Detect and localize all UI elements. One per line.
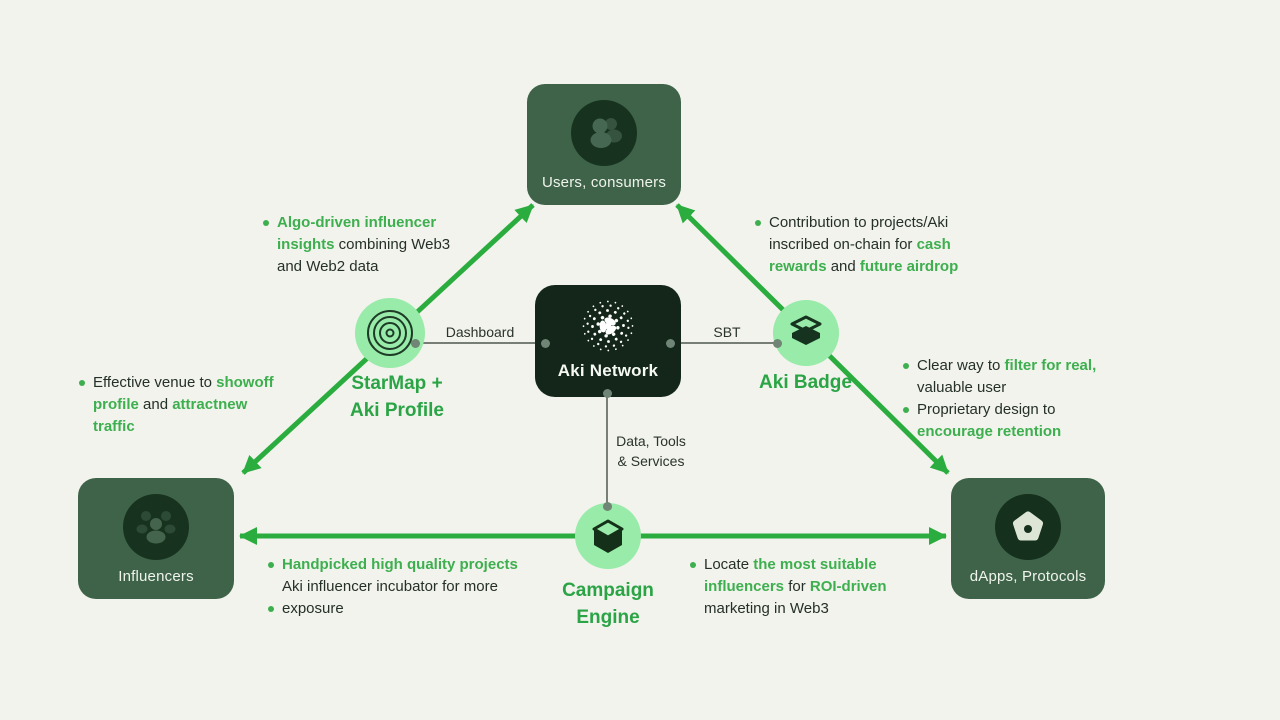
note-segment: cash [916, 236, 951, 253]
note-line: valuable user [903, 377, 1096, 399]
note-line: inscribed on-chain for cash [755, 234, 958, 256]
note-segment: Clear way to [917, 357, 1005, 374]
dapps-icon [995, 494, 1061, 560]
aki-network-logo-icon [577, 295, 639, 357]
node-aki-network-label: Aki Network [557, 361, 659, 380]
note-segment: Algo-driven influencer [277, 214, 437, 231]
note-line: Effective venue to showoff [79, 372, 274, 394]
note-segment: and [826, 258, 860, 275]
node-users-label: Users, consumers [541, 174, 667, 191]
note-segment: influencers [704, 578, 785, 595]
connector-dot [603, 389, 612, 398]
note-line: Locate the most suitable [690, 554, 887, 576]
dashboard-connector-label: Dashboard [445, 324, 515, 340]
note-segment: filter for real, [1004, 357, 1097, 374]
starmap-label-line1: StarMap + [351, 373, 443, 394]
note-segment: for [784, 578, 810, 595]
bullet-icon [690, 562, 696, 568]
connector-dot [773, 339, 782, 348]
note-segment: marketing in Web3 [704, 600, 829, 617]
note-line: Proprietary design to [903, 399, 1096, 421]
note-filter-retention: Clear way to filter for real, valuable us… [903, 355, 1096, 443]
aki-badge-label: Aki Badge [759, 372, 852, 393]
note-segment: inscribed on-chain for [769, 236, 917, 253]
users-icon [571, 100, 637, 166]
note-segment: insights [277, 236, 339, 253]
note-line: encourage retention [903, 421, 1096, 443]
bullet-icon [903, 407, 909, 413]
note-line: Contribution to projects/Aki [755, 212, 958, 234]
note-segment: Handpicked high quality projects [282, 556, 518, 573]
note-segment: combining Web3 [338, 236, 451, 253]
note-line: Algo-driven influencer [263, 212, 450, 234]
bullet-icon [903, 363, 909, 369]
aki-badge-icon [773, 300, 839, 366]
node-influencers-label: Influencers [118, 568, 194, 585]
starmap-label-line2: Aki Profile [350, 400, 444, 421]
node-aki-network: Aki Network [535, 285, 681, 397]
starmap-icon [355, 298, 425, 368]
note-line: traffic [79, 416, 274, 438]
note-segment: rewards [769, 258, 827, 275]
node-influencers: Influencers [78, 478, 234, 599]
note-segment: and [138, 396, 173, 413]
starmap-profile-label: StarMap + Aki Profile [322, 370, 472, 424]
data-tools-services-label: Data, Tools & Services [606, 431, 696, 471]
note-segment: Proprietary design to [917, 401, 1056, 418]
note-segment: future airdrop [859, 258, 959, 275]
note-segment: Aki influencer incubator for more [282, 578, 498, 595]
bullet-icon [755, 220, 761, 226]
influencers-icon [123, 494, 189, 560]
node-dapps-label: dApps, Protocols [969, 568, 1087, 585]
note-line: and Web2 data [263, 256, 450, 278]
connector-dot [541, 339, 550, 348]
data-tools-line1: Data, Tools [616, 433, 686, 449]
bullet-icon [79, 380, 85, 386]
note-line: profile and attractnew [79, 394, 274, 416]
note-line: Aki influencer incubator for more [268, 576, 518, 598]
note-segment: traffic [93, 418, 135, 435]
note-segment: valuable user [917, 379, 1007, 396]
note-line: influencers for ROI-driven [690, 576, 887, 598]
bullet-icon [268, 606, 274, 612]
note-algo-driven-insights: Algo-driven influencer insights combining… [263, 212, 450, 278]
note-segment: exposure [282, 600, 344, 617]
campaign-engine-icon [575, 503, 641, 569]
note-segment: and Web2 data [277, 258, 379, 275]
note-segment: attractnew [172, 396, 248, 413]
note-segment: ROI-driven [809, 578, 887, 595]
note-segment: Contribution to projects/Aki [769, 214, 949, 231]
note-segment: Locate [704, 556, 754, 573]
note-line: insights combining Web3 [263, 234, 450, 256]
note-line: Clear way to filter for real, [903, 355, 1096, 377]
note-line: exposure [268, 598, 518, 620]
data-tools-line2: & Services [617, 453, 685, 469]
bullet-icon [263, 220, 269, 226]
note-line: Handpicked high quality projects [268, 554, 518, 576]
note-segment: encourage retention [917, 423, 1062, 440]
node-dapps-protocols: dApps, Protocols [951, 478, 1105, 599]
campaign-engine-label: Campaign Engine [540, 577, 676, 631]
note-segment: profile [93, 396, 139, 413]
connector-dot [411, 339, 420, 348]
campaign-label-line1: Campaign [562, 580, 654, 601]
bullet-icon [268, 562, 274, 568]
note-contribution-rewards: Contribution to projects/Aki inscribed on… [755, 212, 958, 278]
node-users-consumers: Users, consumers [527, 84, 681, 205]
note-line: marketing in Web3 [690, 598, 887, 620]
campaign-label-line2: Engine [576, 607, 640, 628]
note-segment: the most suitable [753, 556, 877, 573]
connector-dot [666, 339, 675, 348]
note-segment: showoff [216, 374, 274, 391]
note-segment: Effective venue to [93, 374, 217, 391]
sbt-connector-label: SBT [713, 324, 741, 340]
connector-dot [603, 502, 612, 511]
note-line: rewards and future airdrop [755, 256, 958, 278]
